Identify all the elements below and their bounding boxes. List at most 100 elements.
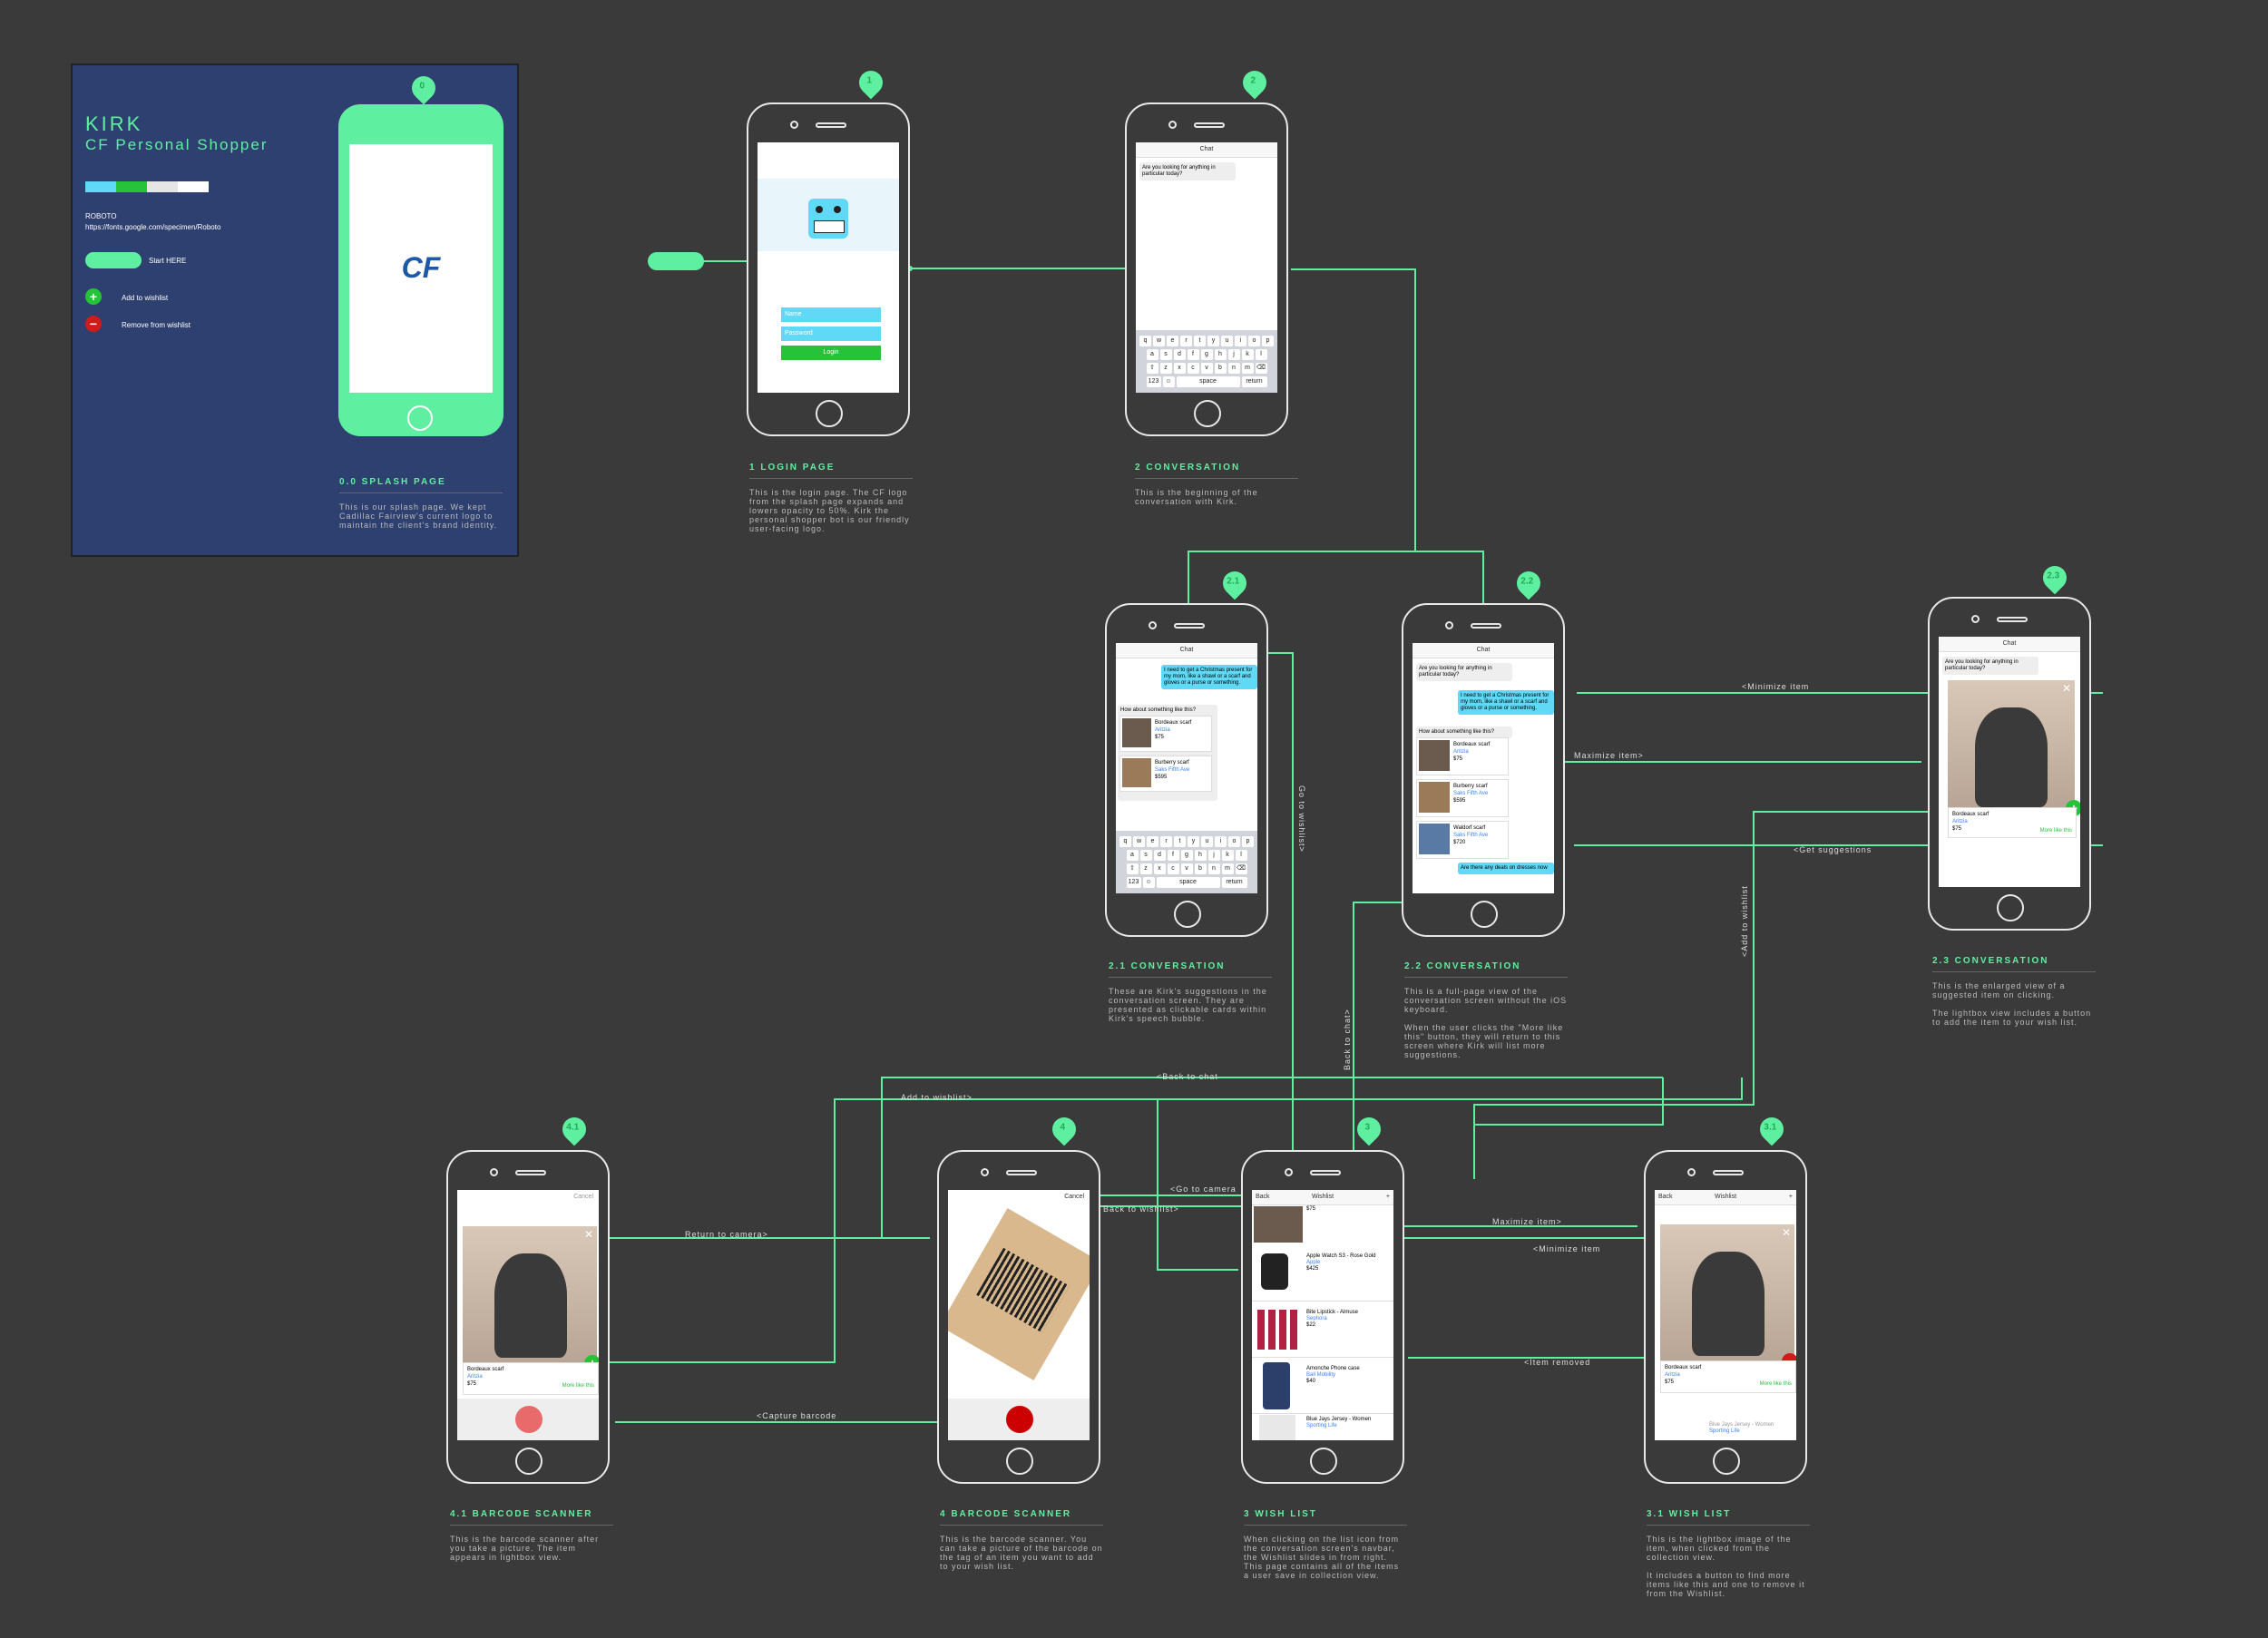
more-like-this-link[interactable]: More like this	[562, 1383, 594, 1389]
chat-navbar: Chat	[1413, 643, 1554, 658]
wishlist-item[interactable]: Bite Lipstick - Almuse Sephora $22	[1252, 1302, 1393, 1358]
item-card[interactable]: Burberry scarf Saks Fifth Ave $595	[1119, 756, 1212, 792]
camera-dot	[1285, 1168, 1293, 1176]
caption-desc: This is our splash page. We kept Cadilla…	[339, 502, 498, 530]
password-field[interactable]: Password	[781, 327, 881, 341]
close-icon[interactable]: ✕	[1782, 1226, 1792, 1239]
lightbox-image[interactable]	[463, 1226, 597, 1362]
start-node[interactable]	[648, 252, 704, 270]
chat-navbar: Chat	[1136, 142, 1277, 158]
watch-thumb	[1261, 1253, 1288, 1290]
shutter-button[interactable]	[1006, 1406, 1033, 1433]
wishlist-navbar: Back Wishlist +	[1252, 1190, 1393, 1205]
cancel-link[interactable]: Cancel	[1064, 1194, 1084, 1200]
item-card[interactable]: Bordeaux scarf Aritzia $75	[1119, 716, 1212, 752]
caption-title: 2.3 CONVERSATION	[1932, 956, 2096, 972]
label-minimize-item-3: <Minimize item	[1533, 1244, 1601, 1253]
wishlist-item[interactable]: Apple Watch S3 - Rose Gold Apple $425	[1252, 1246, 1393, 1302]
item-card[interactable]: Burberry scarf Saks Fifth Ave $595	[1416, 779, 1509, 817]
phone-conv-2-2: Chat Are you looking for anything in par…	[1402, 603, 1565, 937]
plus-icon[interactable]: +	[1385, 1194, 1390, 1200]
lightbox-image[interactable]	[1948, 680, 2075, 807]
caption-2-3: 2.3 CONVERSATION This is the enlarged vi…	[1932, 956, 2096, 1027]
chat-navbar: Chat	[1116, 643, 1257, 658]
phone-conv-2-1: Chat I need to get a Christmas present f…	[1105, 603, 1268, 937]
speaker	[515, 1170, 546, 1175]
phone-conv-2: Chat Are you looking for anything in par…	[1125, 102, 1288, 436]
add-label: Add to wishlist	[122, 294, 169, 302]
kirk-suggest: How about something like this?	[1416, 726, 1512, 738]
phone-scanner-4: Cancel	[937, 1150, 1100, 1484]
name-field[interactable]: Name	[781, 307, 881, 322]
plus-icon[interactable]: +	[1788, 1194, 1793, 1200]
item-card[interactable]: Waldorf scarf Saks Fifth Ave $720	[1416, 821, 1509, 859]
close-icon[interactable]: ✕	[584, 1228, 594, 1241]
home-button	[816, 400, 843, 427]
label-maximize-item: Maximize item>	[1574, 751, 1644, 760]
label-back-to-chat-v: Back to chat>	[1343, 1009, 1352, 1070]
speaker	[816, 122, 846, 128]
caption-desc: This is the barcode scanner. You can tak…	[940, 1535, 1103, 1571]
user-message: I need to get a Christmas present for my…	[1458, 690, 1554, 715]
more-like-this-link[interactable]: More like this	[1759, 1381, 1792, 1387]
speaker	[1006, 1170, 1037, 1175]
splash-style-card: KIRK CF Personal Shopper ROBOTO https://…	[71, 63, 519, 557]
barcode-tag	[948, 1208, 1090, 1380]
home-button	[1997, 894, 2024, 921]
caption-desc: This is a full-page view of the conversa…	[1404, 987, 1568, 1059]
add-icon: +	[85, 288, 102, 305]
wish-thumb-scarf[interactable]	[1254, 1206, 1303, 1243]
phone-wishlist-3-1: Back Wishlist + ✕ − Bordeaux scarf Aritz…	[1644, 1150, 1807, 1484]
splash-phone: CF	[338, 104, 503, 436]
user-message: I need to get a Christmas present for my…	[1161, 665, 1257, 689]
phone-conv-2-3: Chat Are you looking for anything in par…	[1928, 597, 2091, 931]
phone-scanner-4-1: Cancel ✕ + Bordeaux scarf Aritzia $75 Mo…	[446, 1150, 610, 1484]
caption-1: 1 LOGIN PAGE This is the login page. The…	[749, 463, 913, 533]
caption-2-1: 2.1 CONVERSATION These are Kirk's sugges…	[1109, 961, 1272, 1023]
speaker	[1194, 122, 1225, 128]
close-icon[interactable]: ✕	[2062, 682, 2072, 695]
caption-title: 0.0 SPLASH PAGE	[339, 477, 503, 493]
login-button[interactable]: Login	[781, 346, 881, 360]
scanner41-screen: Cancel ✕ + Bordeaux scarf Aritzia $75 Mo…	[457, 1190, 599, 1440]
shutter-bar	[948, 1399, 1090, 1440]
kirk-question: Are you looking for anything in particul…	[1139, 162, 1236, 180]
home-button	[1174, 901, 1201, 928]
backspace-icon: ⌫	[1255, 363, 1267, 374]
wishlist-item[interactable]: Blue Jays Jersey - Women Sporting Life	[1252, 1415, 1393, 1440]
phone-wishlist-3: Back Wishlist + $75 Apple Watch S3 - Ros…	[1241, 1150, 1404, 1484]
camera-dot	[490, 1168, 498, 1176]
caption-2: 2 CONVERSATION This is the beginning of …	[1135, 463, 1298, 506]
label-item-removed: <Item removed	[1524, 1358, 1591, 1367]
more-like-this-link[interactable]: More like this	[2039, 828, 2072, 834]
label-get-suggestions: <Get suggestions	[1794, 845, 1872, 854]
camera-dot	[1445, 621, 1453, 629]
home-button	[1310, 1448, 1337, 1475]
shift-icon: ⇧	[1146, 363, 1158, 374]
label-add-to-wishlist: Add to wishlist>	[901, 1093, 973, 1102]
label-add-to-wishlist-v: <Add to wishlist	[1740, 885, 1749, 957]
conv2-screen: Chat Are you looking for anything in par…	[1136, 142, 1277, 393]
cancel-link[interactable]: Cancel	[573, 1194, 593, 1200]
wishlist-item[interactable]: Amonche Phone case Ball Mobility $40	[1252, 1359, 1393, 1414]
lightbox-image[interactable]	[1660, 1224, 1794, 1360]
login-screen: Name Password Login	[758, 142, 899, 393]
swatch-teal	[85, 181, 116, 192]
shutter-button[interactable]	[515, 1406, 543, 1433]
caption-3-1: 3.1 WISH LIST This is the lightbox image…	[1647, 1509, 1810, 1598]
caption-desc: These are Kirk's suggestions in the conv…	[1109, 987, 1267, 1023]
remove-icon: −	[85, 316, 102, 332]
caption-desc: When clicking on the list icon from the …	[1244, 1535, 1400, 1580]
caption-4-1: 4.1 BARCODE SCANNER This is the barcode …	[450, 1509, 613, 1562]
label-go-to-wishlist: Go to wishlist>	[1297, 785, 1306, 853]
scanner4-screen: Cancel	[948, 1190, 1090, 1440]
back-link[interactable]: Back	[1256, 1194, 1270, 1200]
item-card[interactable]: Bordeaux scarf Aritzia $75	[1416, 737, 1509, 775]
kirk-question: Are you looking for anything in particul…	[1942, 657, 2038, 675]
back-link[interactable]: Back	[1658, 1194, 1673, 1200]
wire-v2	[1157, 1099, 1238, 1271]
